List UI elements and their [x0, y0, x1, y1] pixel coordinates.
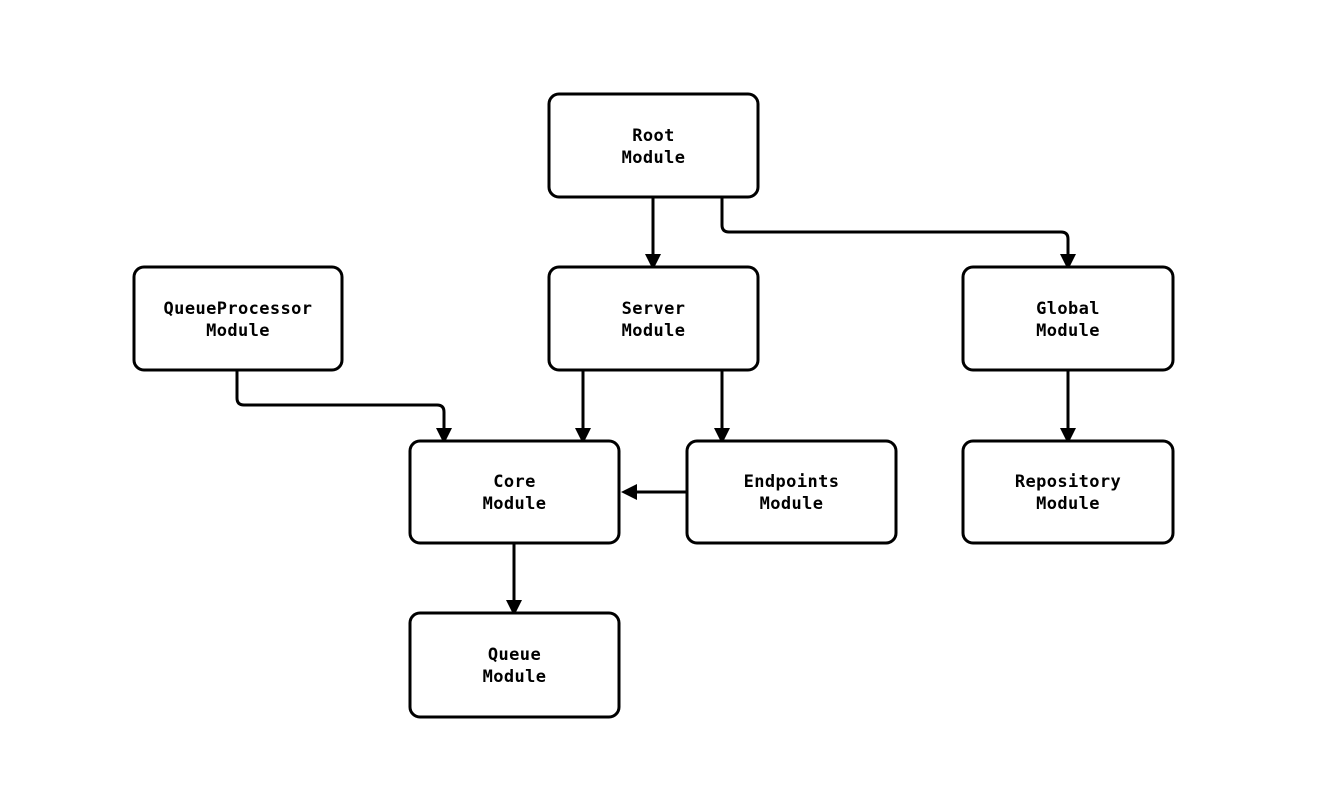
- node-box[interactable]: [408, 611, 621, 719]
- node-box[interactable]: [547, 92, 760, 199]
- node-queueprocessor-module[interactable]: QueueProcessor Module: [132, 265, 344, 372]
- arrowhead-icon: [506, 600, 522, 616]
- edge-layer: [235, 197, 1076, 616]
- node-box[interactable]: [961, 265, 1175, 372]
- node-root-module[interactable]: Root Module: [547, 92, 760, 199]
- node-repository-module[interactable]: Repository Module: [961, 439, 1175, 545]
- arrowhead-icon: [621, 484, 637, 500]
- node-label-line1: Core: [493, 472, 536, 492]
- node-label-line1: QueueProcessor: [164, 299, 313, 319]
- node-label-line1: Queue: [488, 645, 541, 665]
- node-box[interactable]: [132, 265, 344, 372]
- node-label-line2: Module: [1036, 494, 1100, 514]
- edge-root-to-server: [645, 197, 661, 270]
- node-global-module[interactable]: Global Module: [961, 265, 1175, 372]
- edge-server-to-endpoints: [714, 370, 730, 444]
- node-label-line1: Global: [1036, 299, 1100, 319]
- node-box[interactable]: [961, 439, 1175, 545]
- node-label-line1: Repository: [1015, 472, 1121, 492]
- node-label-line2: Module: [622, 148, 686, 168]
- node-core-module[interactable]: Core Module: [408, 439, 621, 545]
- node-box[interactable]: [547, 265, 760, 372]
- node-label-line2: Module: [483, 667, 547, 687]
- node-label-line1: Endpoints: [744, 472, 840, 492]
- arrowhead-icon: [436, 428, 452, 444]
- edge-queueprocessor-to-core: [235, 370, 452, 444]
- edge-line: [235, 370, 446, 430]
- edge-endpoints-to-core: [621, 484, 687, 500]
- arrowhead-icon: [575, 428, 591, 444]
- arrowhead-icon: [714, 428, 730, 444]
- edge-global-to-repository: [1060, 370, 1076, 444]
- arrowhead-icon: [1060, 254, 1076, 270]
- node-label-line1: Root: [632, 126, 675, 146]
- node-endpoints-module[interactable]: Endpoints Module: [685, 439, 898, 545]
- node-label-line1: Server: [622, 299, 686, 319]
- node-label-line2: Module: [206, 321, 270, 341]
- arrowhead-icon: [645, 254, 661, 270]
- edge-root-to-global: [720, 197, 1076, 270]
- node-label-line2: Module: [483, 494, 547, 514]
- node-server-module[interactable]: Server Module: [547, 265, 760, 372]
- edge-core-to-queue: [506, 543, 522, 616]
- node-box[interactable]: [685, 439, 898, 545]
- edge-line: [720, 197, 1070, 256]
- node-box[interactable]: [408, 439, 621, 545]
- edge-server-to-core: [575, 370, 591, 444]
- node-label-line2: Module: [1036, 321, 1100, 341]
- arrowhead-icon: [1060, 428, 1076, 444]
- node-label-line2: Module: [760, 494, 824, 514]
- node-layer: Root Module QueueProcessor Module Server…: [132, 92, 1175, 719]
- node-queue-module[interactable]: Queue Module: [408, 611, 621, 719]
- node-label-line2: Module: [622, 321, 686, 341]
